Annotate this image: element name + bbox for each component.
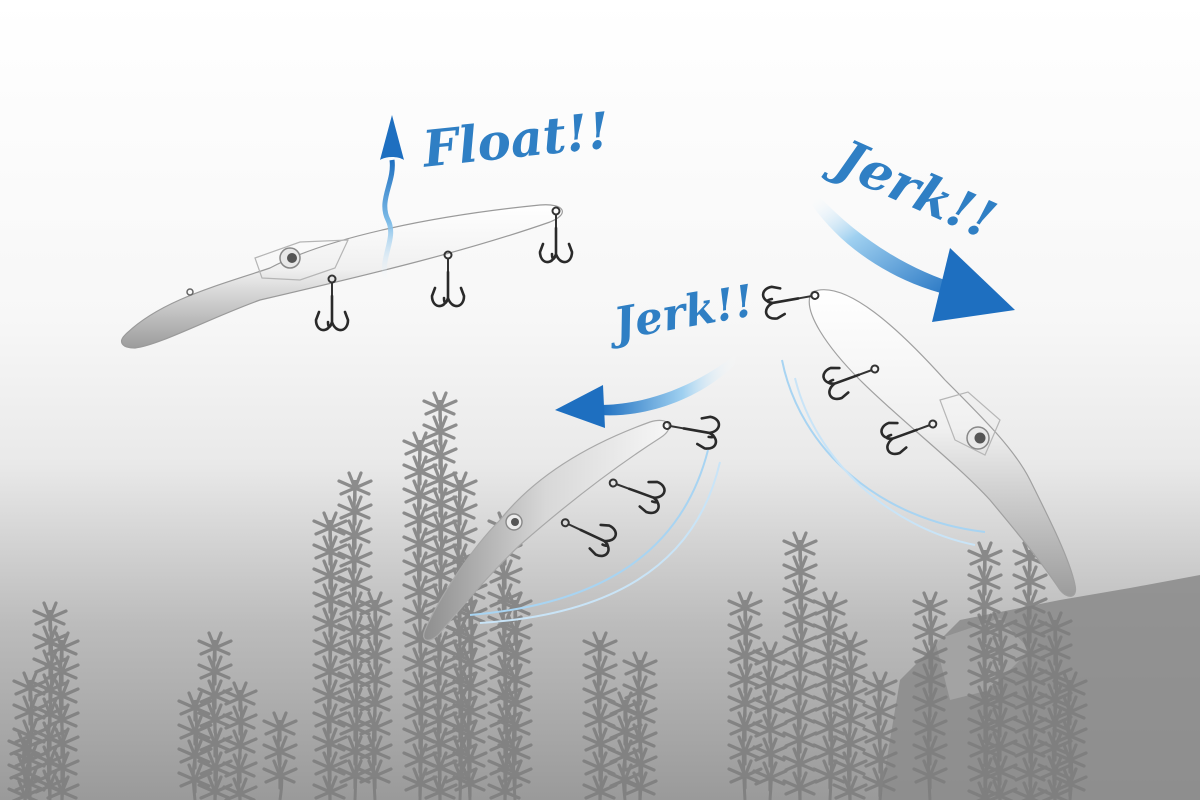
weed-whorl xyxy=(727,591,763,622)
curved-arrow-left-icon xyxy=(555,355,738,428)
weed-whorl xyxy=(262,711,298,742)
weed-whorl xyxy=(782,531,818,562)
weed-whorl xyxy=(622,651,658,682)
weed-whorl xyxy=(32,601,68,632)
jerking-lure-mid xyxy=(423,407,722,641)
aquatic-weeds xyxy=(7,391,1088,800)
weed-whorl xyxy=(197,631,233,662)
motion-line xyxy=(469,449,709,616)
motion-line xyxy=(794,377,976,546)
weed-whorl xyxy=(812,591,848,622)
floating-lure xyxy=(121,204,574,349)
wavy-up-arrow-icon xyxy=(380,115,404,287)
treble-hook-icon xyxy=(430,250,466,308)
curved-arrow-right-icon xyxy=(812,195,1015,322)
weed-whorl xyxy=(967,541,1003,572)
weed-whorl xyxy=(357,591,393,622)
weed-whorl xyxy=(862,671,898,702)
weed-whorl xyxy=(752,641,788,672)
motion-line xyxy=(479,461,721,624)
weed-whorl xyxy=(582,631,618,662)
treble-hook-icon xyxy=(554,505,620,561)
treble-hook-icon xyxy=(659,407,722,452)
jerking-lure-right xyxy=(760,277,1077,597)
weed-whorl xyxy=(422,391,458,422)
weed-whorl xyxy=(912,591,948,622)
rock xyxy=(880,575,1200,800)
weed-whorl xyxy=(222,681,258,712)
weed-whorl xyxy=(337,471,373,502)
treble-hook-icon xyxy=(603,465,668,517)
